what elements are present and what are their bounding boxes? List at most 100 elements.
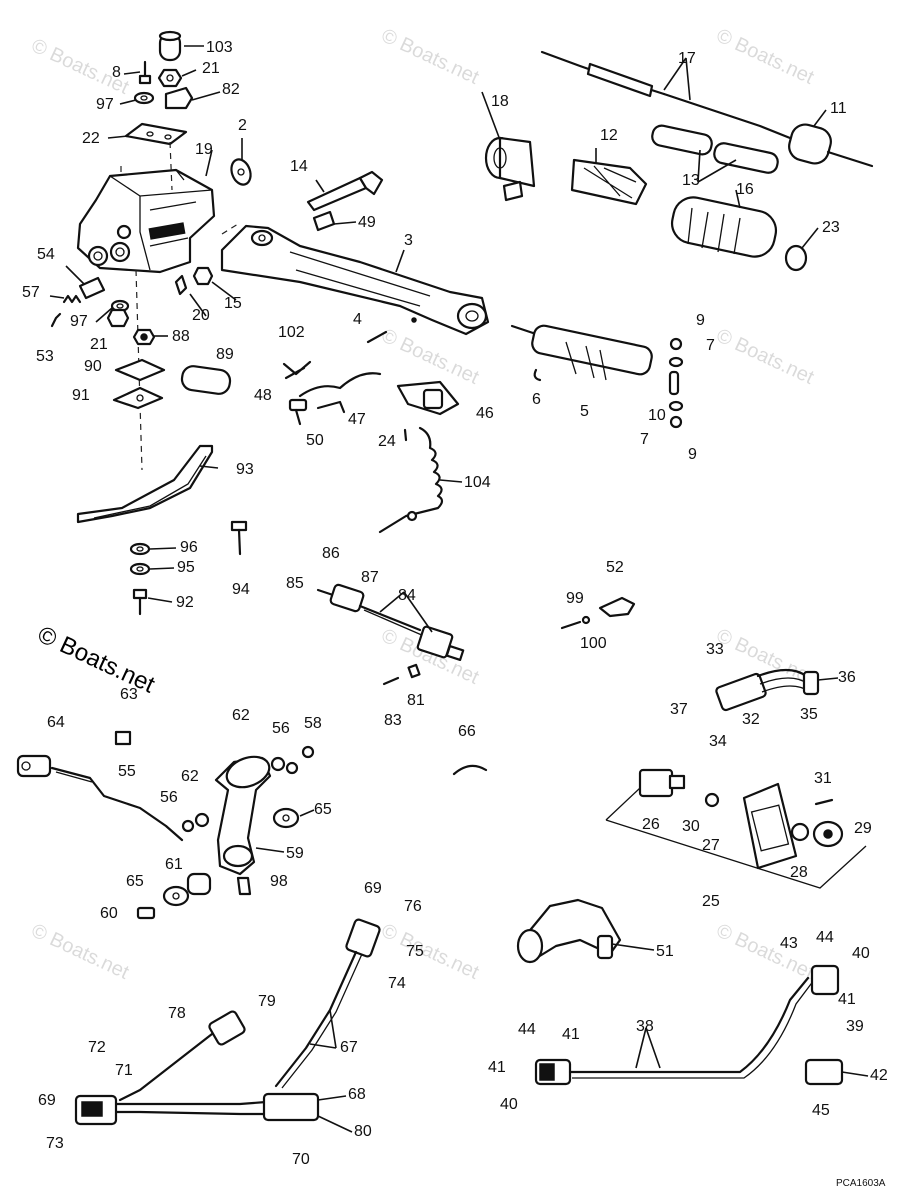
part-callout-61: 61 — [165, 856, 183, 873]
part-callout-23: 23 — [822, 219, 840, 236]
bracket-52-group — [560, 596, 636, 630]
part-callout-11: 11 — [830, 100, 847, 117]
shift-linkage-group — [16, 730, 488, 920]
part-callout-58: 58 — [304, 715, 322, 732]
part-callout-38: 38 — [636, 1018, 654, 1035]
part-callout-62: 62 — [181, 768, 199, 785]
part-callout-39: 39 — [846, 1018, 864, 1035]
part-callout-67: 67 — [340, 1039, 358, 1056]
switch-panel-group — [605, 768, 867, 889]
part-callout-8: 8 — [112, 64, 121, 81]
part-callout-89: 89 — [216, 346, 234, 363]
part-callout-45: 45 — [812, 1102, 830, 1119]
part-callout-41: 41 — [562, 1026, 580, 1043]
part-callout-44: 44 — [518, 1021, 536, 1038]
part-callout-21: 21 — [90, 336, 108, 353]
part-callout-19: 19 — [195, 141, 213, 158]
part-callout-96: 96 — [180, 539, 198, 556]
part-callout-104: 104 — [464, 474, 491, 491]
part-callout-55: 55 — [118, 763, 136, 780]
part-callout-62: 62 — [232, 707, 250, 724]
part-callout-68: 68 — [348, 1086, 366, 1103]
part-callout-7: 7 — [640, 431, 649, 448]
stop-switch-group — [282, 360, 460, 534]
part-callout-97: 97 — [70, 313, 88, 330]
part-callout-64: 64 — [47, 714, 65, 731]
part-callout-41: 41 — [488, 1059, 506, 1076]
part-callout-10: 10 — [648, 407, 666, 424]
bracket-51-group — [516, 898, 622, 964]
part-callout-17: 17 — [678, 50, 696, 67]
part-callout-82: 82 — [222, 81, 240, 98]
harness-32-group — [715, 668, 820, 712]
part-callout-65: 65 — [314, 801, 332, 818]
part-callout-41: 41 — [838, 991, 856, 1008]
part-callout-70: 70 — [292, 1151, 310, 1168]
part-callout-46: 46 — [476, 405, 494, 422]
tiller-bracket-group — [50, 30, 252, 616]
part-callout-98: 98 — [270, 873, 288, 890]
part-callout-27: 27 — [702, 837, 720, 854]
part-callout-80: 80 — [354, 1123, 372, 1140]
part-callout-56: 56 — [160, 789, 178, 806]
part-callout-99: 99 — [566, 590, 584, 607]
part-callout-72: 72 — [88, 1039, 106, 1056]
part-callout-85: 85 — [286, 575, 304, 592]
part-callout-60: 60 — [100, 905, 118, 922]
part-callout-102: 102 — [278, 324, 305, 341]
part-callout-71: 71 — [115, 1062, 133, 1079]
part-callout-40: 40 — [500, 1096, 518, 1113]
part-callout-26: 26 — [642, 816, 660, 833]
part-callout-69: 69 — [364, 880, 382, 897]
part-callout-35: 35 — [800, 706, 818, 723]
part-callout-12: 12 — [600, 127, 618, 144]
part-callout-83: 83 — [384, 712, 402, 729]
part-callout-33: 33 — [706, 641, 724, 658]
part-callout-94: 94 — [232, 581, 250, 598]
part-callout-31: 31 — [814, 770, 832, 787]
part-callout-54: 54 — [37, 246, 55, 263]
watermark: © Boats.net — [713, 25, 818, 89]
part-callout-25: 25 — [702, 893, 720, 910]
part-callout-7: 7 — [706, 337, 715, 354]
part-callout-50: 50 — [306, 432, 324, 449]
part-callout-16: 16 — [736, 181, 754, 198]
watermark: © Boats.net — [378, 25, 483, 89]
part-callout-37: 37 — [670, 701, 688, 718]
part-callout-78: 78 — [168, 1005, 186, 1022]
watermark: © Boats.net — [28, 920, 133, 984]
part-callout-97: 97 — [96, 96, 114, 113]
part-callout-28: 28 — [790, 864, 808, 881]
part-callout-87: 87 — [361, 569, 379, 586]
part-callout-56: 56 — [272, 720, 290, 737]
part-callout-3: 3 — [404, 232, 413, 249]
part-callout-63: 63 — [120, 686, 138, 703]
part-callout-86: 86 — [322, 545, 340, 562]
part-callout-51: 51 — [656, 943, 674, 960]
throttle-group — [484, 50, 874, 429]
part-callout-95: 95 — [177, 559, 195, 576]
part-callout-18: 18 — [491, 93, 509, 110]
watermark: © Boats.net — [713, 325, 818, 389]
harness-67-group — [74, 918, 381, 1126]
part-callout-15: 15 — [224, 295, 242, 312]
part-callout-66: 66 — [458, 723, 476, 740]
part-callout-34: 34 — [709, 733, 727, 750]
part-callout-21: 21 — [202, 60, 220, 77]
part-callout-92: 92 — [176, 594, 194, 611]
part-callout-14: 14 — [290, 158, 308, 175]
part-callout-48: 48 — [254, 387, 272, 404]
part-callout-49: 49 — [358, 214, 376, 231]
harness-38-group — [534, 964, 844, 1086]
watermark: © Boats.net — [713, 625, 818, 689]
part-callout-59: 59 — [286, 845, 304, 862]
part-callout-30: 30 — [682, 818, 700, 835]
part-callout-76: 76 — [404, 898, 422, 915]
part-callout-43: 43 — [780, 935, 798, 952]
part-callout-93: 93 — [236, 461, 254, 478]
part-callout-32: 32 — [742, 711, 760, 728]
part-callout-40: 40 — [852, 945, 870, 962]
part-callout-29: 29 — [854, 820, 872, 837]
part-callout-75: 75 — [406, 943, 424, 960]
